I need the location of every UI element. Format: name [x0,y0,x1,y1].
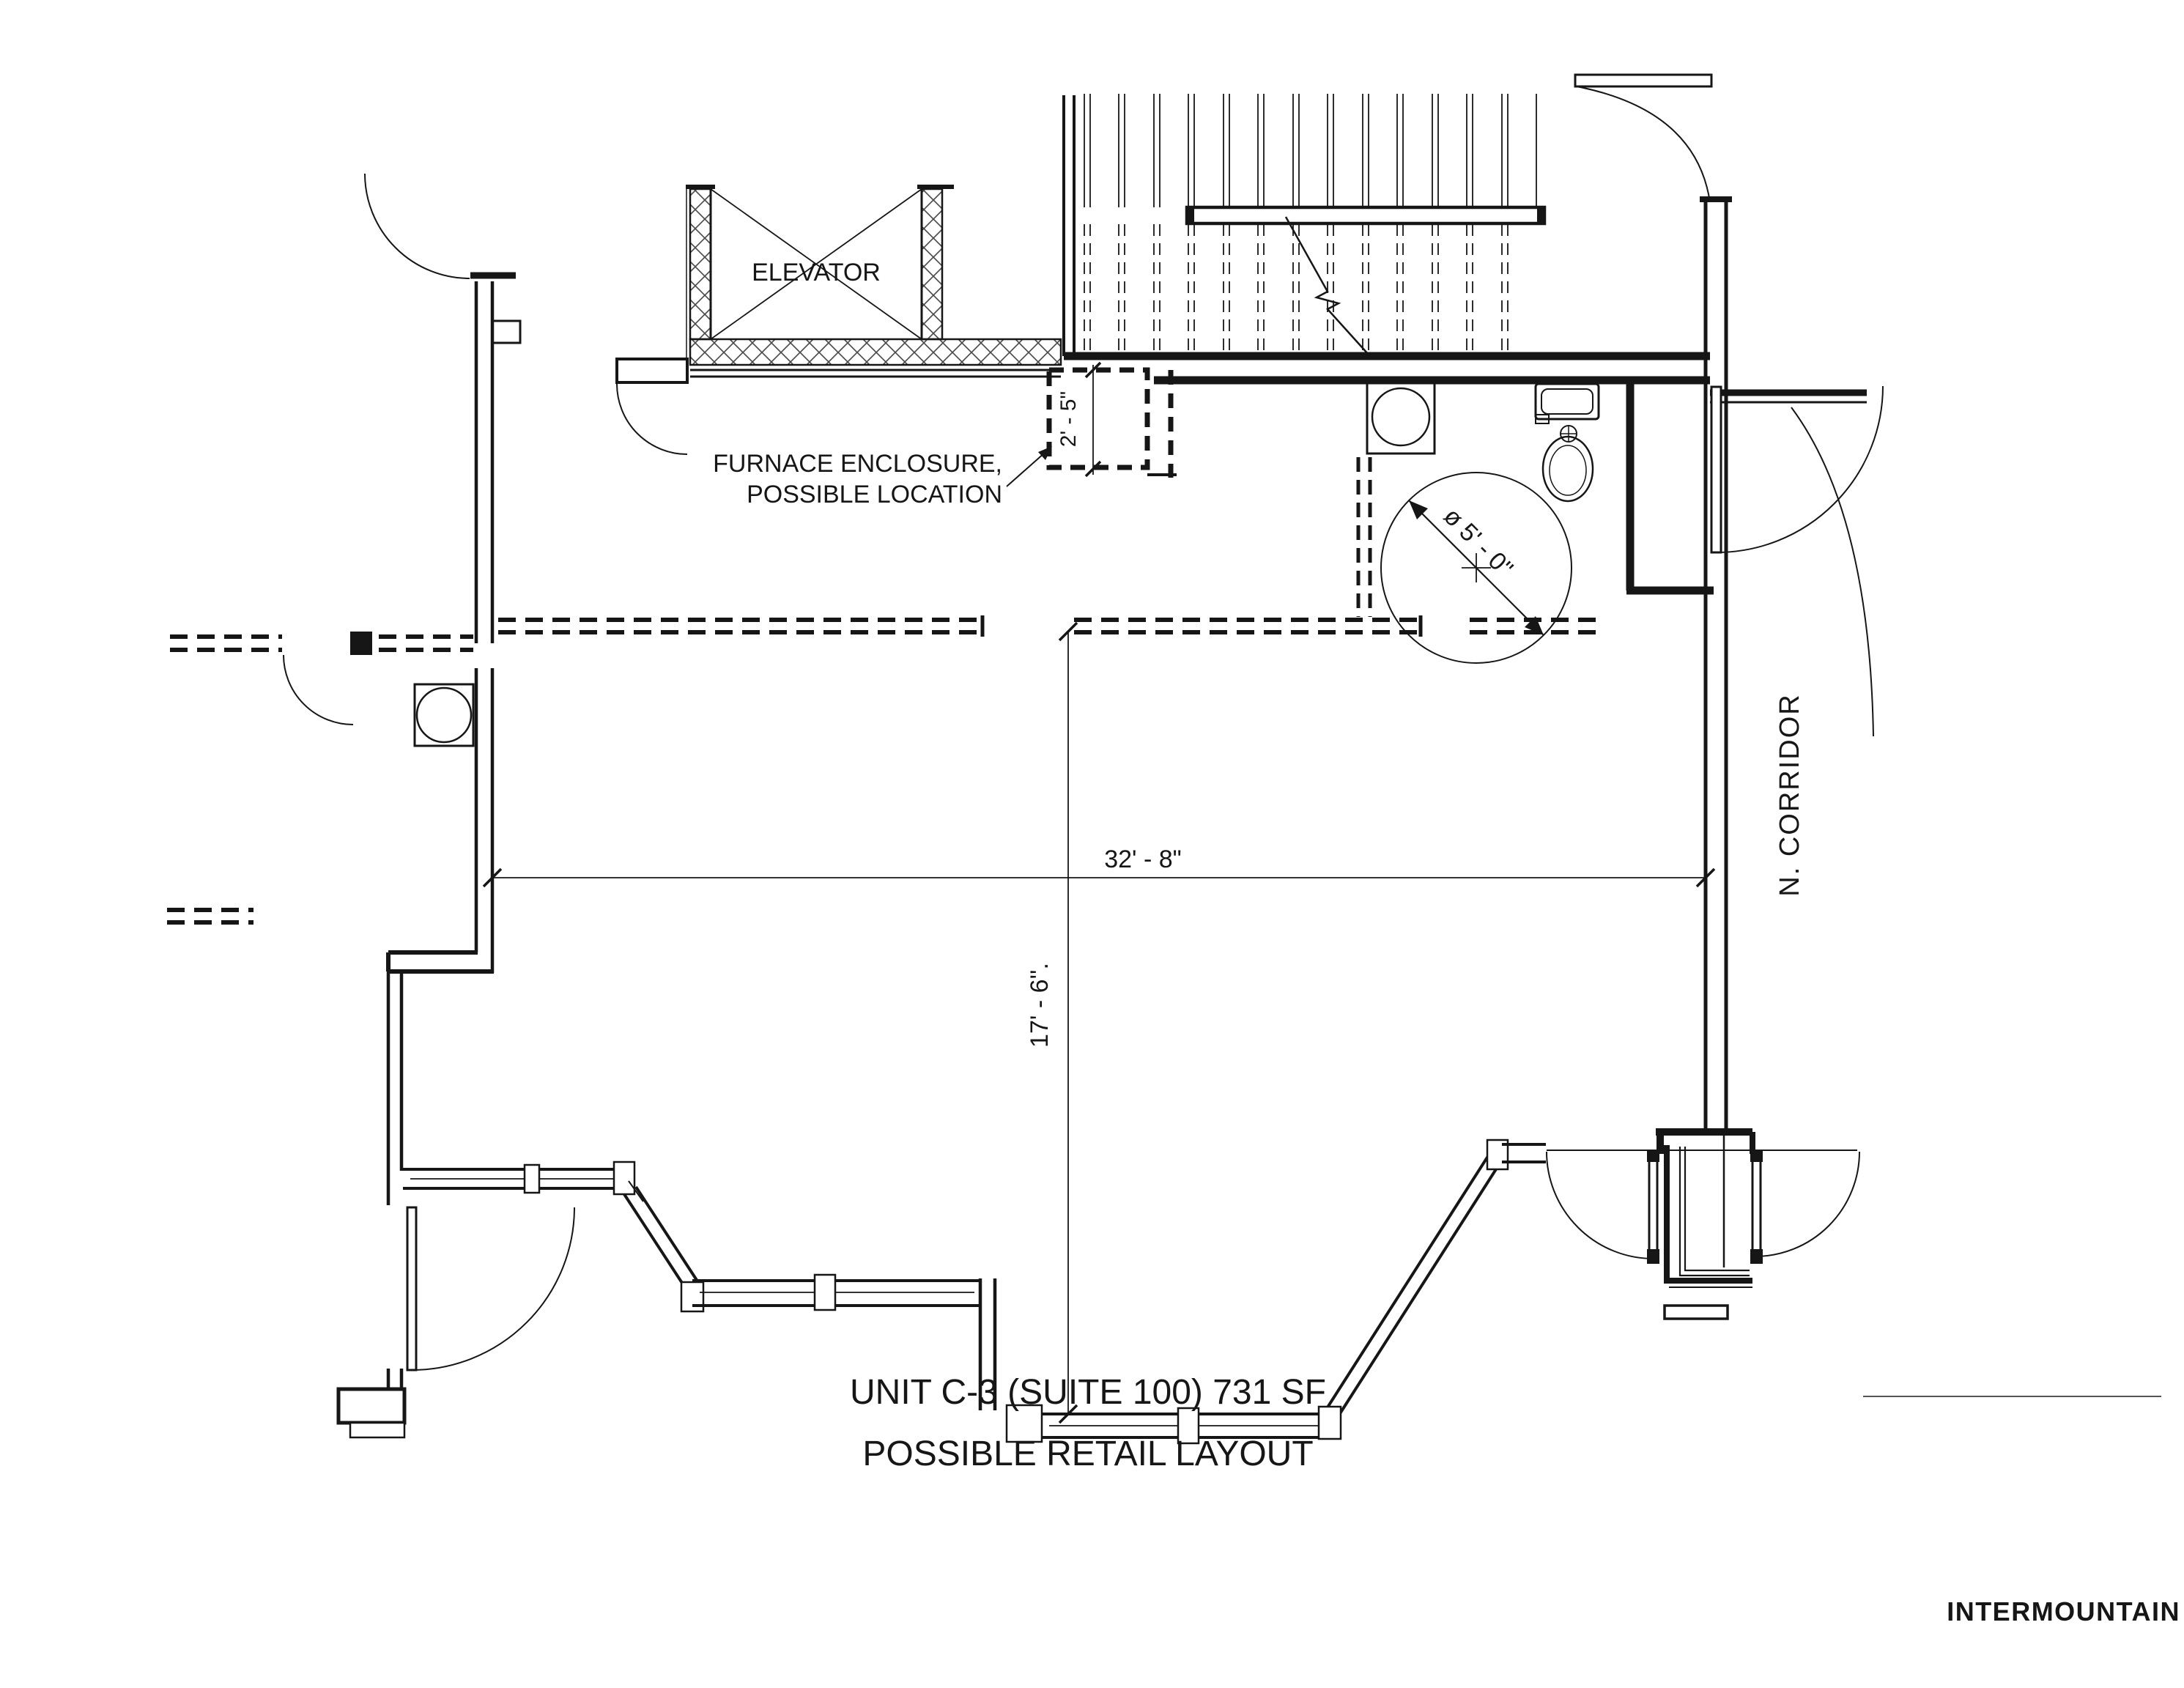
bay-corner-mullion-left [612,1160,636,1196]
west-entry-door-leaf [406,1206,418,1372]
turning-circle-dim-line [1408,500,1544,636]
partition-door-post [350,632,372,655]
sink [1534,382,1600,424]
lobby-door-leaf [615,358,689,384]
elevator-shaft [686,185,1062,378]
furnace-enclosure [1006,361,1177,487]
bay-diagonal-left [623,1193,692,1297]
elevator-wall-bottom [689,338,1062,366]
bay-diagonal-right [1325,1144,1496,1411]
restroom [1366,379,1600,664]
furnace-label-line2: POSSIBLE LOCATION [747,481,1002,508]
sw-corner-pier [336,1387,407,1425]
stairs [1062,94,1547,356]
furnace-label-line1: FURNACE ENCLOSURE, [713,450,1002,478]
furnace-leader-line [1006,452,1045,487]
vestibule-wall [1664,1145,1752,1284]
stair-treads-lower [1084,224,1509,352]
water-heater [1366,379,1436,455]
stair-break-line [1284,216,1369,355]
se-door-arc-left [1546,1151,1654,1259]
ne-entry-door-leaf [1710,385,1722,554]
stair-treads-upper [1084,94,1537,207]
furnace-dim-text: 2' - 5" [1056,391,1081,447]
corridor-door-arc-right [1791,407,1874,737]
walls [336,196,1867,1439]
se-door-leaf-left [1648,1152,1659,1255]
title-line2: POSSIBLE RETAIL LAYOUT [862,1435,1313,1473]
dashed-partitions [167,457,1603,925]
left-partition-door-arc [283,654,354,725]
depth-dim-text: 17' - 6''. [1026,963,1054,1048]
furnace-dashed-box [1046,367,1150,470]
se-entry [1546,1128,2161,1397]
lobby-door-arc [616,383,688,455]
door-arc-top-left [364,173,470,279]
west-entry-door-arc [411,1207,575,1371]
watermark: INTERMOUNTAIN [1947,1596,2180,1626]
ne-entry-door-arc [1716,385,1884,553]
elevator-x-mark [710,188,922,340]
corridor-label: N. CORRIDOR [1774,693,1805,896]
storefront [403,1139,1546,1445]
doors [283,73,1884,1372]
elevator-wall-left [689,188,712,341]
width-dim-text: 32' - 8" [1104,845,1182,873]
left-fixture [413,683,475,747]
se-door-arc-right [1754,1151,1860,1257]
title-line1: UNIT C-3 (SUITE 100) 731 SF [850,1373,1326,1412]
stair-corridor-door-arc [1576,86,1711,203]
toilet [1541,425,1594,503]
furnace-leader-arrow [1038,446,1052,460]
turning-circle [1380,472,1572,664]
stair-corridor-door-leaf [1574,73,1713,88]
elevator-label: ELEVATOR [752,259,881,286]
se-door-leaf-right [1751,1152,1762,1255]
dimensions [482,621,1716,1424]
entry-threshold [1663,1304,1729,1320]
stair-landing-rail [1185,205,1547,226]
elevator-wall-right [920,188,944,341]
